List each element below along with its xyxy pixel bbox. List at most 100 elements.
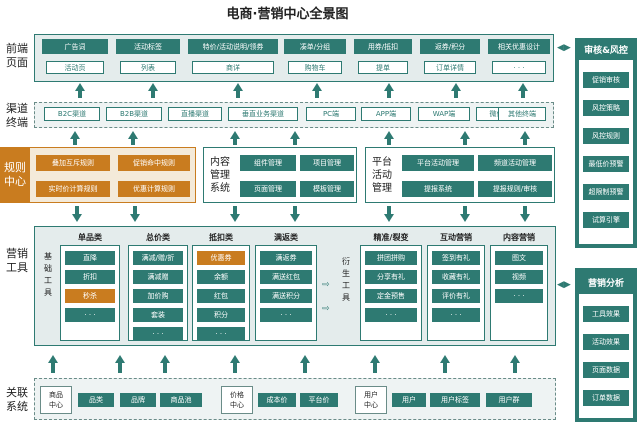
platform-item[interactable]: 频道活动管理 <box>478 155 552 171</box>
price-item[interactable]: 成本价 <box>258 393 296 407</box>
tool-item[interactable]: 满送积分 <box>260 289 312 303</box>
analytics-item[interactable]: 页面数据 <box>583 362 629 378</box>
tool-item[interactable]: 收藏有礼 <box>432 270 480 284</box>
tool-item[interactable]: 加价购 <box>133 289 183 303</box>
frontend-page[interactable]: 订单详情 <box>424 61 476 74</box>
user-item[interactable]: 用户 <box>392 393 426 407</box>
tool-item[interactable]: 优惠券 <box>197 251 245 265</box>
tool-item[interactable]: · · · <box>260 308 312 322</box>
tool-item[interactable]: 拼团拼购 <box>365 251 417 265</box>
frontend-item[interactable]: 广告词 <box>42 39 108 54</box>
rule-item[interactable]: 优惠计算规则 <box>118 181 190 197</box>
frontend-page[interactable]: 活动页 <box>46 61 104 74</box>
platform-item[interactable]: 提报规则/审核 <box>478 181 552 197</box>
terminal-item[interactable]: PC端 <box>306 107 356 121</box>
terminal-item[interactable]: WAP端 <box>418 107 470 121</box>
review-item[interactable]: 最低价预警 <box>583 156 629 172</box>
terminal-item[interactable]: 其他终端 <box>498 107 546 121</box>
product-item[interactable]: 品类 <box>78 393 114 407</box>
tool-item[interactable]: · · · <box>432 308 480 322</box>
cms-item[interactable]: 项目管理 <box>300 155 354 171</box>
user-item[interactable]: 用户标签 <box>430 393 480 407</box>
channel-item[interactable]: 直播渠道 <box>168 107 222 121</box>
tool-item[interactable]: 分享有礼 <box>365 270 417 284</box>
tool-item[interactable]: 直降 <box>65 251 115 265</box>
tool-item[interactable]: 图文 <box>495 251 543 265</box>
tool-item[interactable]: 满送红包 <box>260 270 312 284</box>
down-arrow-icon <box>130 214 140 222</box>
analytics-item[interactable]: 工具效果 <box>583 306 629 322</box>
arrow-stem <box>523 206 527 214</box>
cms-item[interactable]: 模板管理 <box>300 181 354 197</box>
up-arrow-icon <box>230 355 240 363</box>
tool-item[interactable]: 定金预售 <box>365 289 417 303</box>
product-item[interactable]: 品牌 <box>120 393 156 407</box>
tool-column-title: 精准/裂变 <box>373 233 409 242</box>
tool-item[interactable]: · · · <box>65 308 115 322</box>
analytics-item[interactable]: 活动效果 <box>583 334 629 350</box>
tool-item[interactable]: 视频 <box>495 270 543 284</box>
base-tools-label: 基 础 工 具 <box>44 252 52 297</box>
up-arrow-icon <box>48 355 58 363</box>
tool-item[interactable]: 满返券 <box>260 251 312 265</box>
tool-item[interactable]: · · · <box>365 308 417 322</box>
up-arrow-icon <box>520 131 530 139</box>
tool-item[interactable]: 满减/赠/折 <box>133 251 183 265</box>
platform-item[interactable]: 提报系统 <box>402 181 474 197</box>
arrow-stem <box>523 139 527 145</box>
channel-item[interactable]: B2B渠道 <box>106 107 162 121</box>
channel-item[interactable]: B2C渠道 <box>44 107 100 121</box>
frontend-page[interactable]: 购物车 <box>288 61 342 74</box>
tool-item[interactable]: 余额 <box>197 270 245 284</box>
tool-item[interactable]: 评价有礼 <box>432 289 480 303</box>
rule-item[interactable]: 叠加互斥规则 <box>36 155 110 171</box>
cms-item[interactable]: 组件管理 <box>240 155 296 171</box>
review-item[interactable]: 超限制预警 <box>583 184 629 200</box>
channel-item[interactable]: 垂直业务渠道 <box>228 107 298 121</box>
platform-item[interactable]: 平台活动管理 <box>402 155 474 171</box>
terminal-item[interactable]: APP端 <box>361 107 411 121</box>
review-item[interactable]: 促销审核 <box>583 72 629 88</box>
review-item[interactable]: 风控规则 <box>583 128 629 144</box>
frontend-page[interactable]: 提单 <box>358 61 408 74</box>
tool-item[interactable]: · · · <box>197 327 245 341</box>
down-arrow-icon <box>72 214 82 222</box>
arrow-stem <box>78 91 82 98</box>
arrow-stem <box>521 91 525 98</box>
frontend-item[interactable]: 特价/活动说明/领券 <box>188 39 278 54</box>
tool-item[interactable]: 红包 <box>197 289 245 303</box>
rule-item[interactable]: 促销命中规则 <box>118 155 190 171</box>
up-arrow-icon <box>300 355 310 363</box>
product-item[interactable]: 商品池 <box>160 393 202 407</box>
cms-item[interactable]: 页面管理 <box>240 181 296 197</box>
derived-tools-label: 衍 生 工 具 <box>342 257 350 302</box>
tool-item[interactable]: · · · <box>495 289 543 303</box>
arrow-stem <box>463 139 467 145</box>
frontend-item[interactable]: 凑单/分组 <box>284 39 346 54</box>
analytics-item[interactable]: 订单数据 <box>583 390 629 406</box>
tool-item[interactable]: 积分 <box>197 308 245 322</box>
frontend-label: 前端 页面 <box>6 42 28 69</box>
tool-item[interactable]: 满减赠 <box>133 270 183 284</box>
arrow-stem <box>443 363 447 373</box>
tool-item[interactable]: 套装 <box>133 308 183 322</box>
up-arrow-icon <box>384 131 394 139</box>
frontend-item[interactable]: 相关优惠设计 <box>488 39 550 54</box>
channels-label: 渠道 终端 <box>6 102 28 129</box>
frontend-page[interactable]: 列表 <box>120 61 176 74</box>
price-item[interactable]: 平台价 <box>300 393 338 407</box>
tool-item[interactable]: 秒杀 <box>65 289 115 303</box>
frontend-page[interactable]: · · · <box>492 61 546 74</box>
tool-item[interactable]: 折扣 <box>65 270 115 284</box>
review-item[interactable]: 试算引擎 <box>583 212 629 228</box>
frontend-item[interactable]: 活动标签 <box>116 39 180 54</box>
user-item[interactable]: 用户群 <box>486 393 532 407</box>
tool-item[interactable]: 签到有礼 <box>432 251 480 265</box>
review-item[interactable]: 风控策略 <box>583 100 629 116</box>
frontend-page[interactable]: 商详 <box>192 61 274 74</box>
tool-item[interactable]: · · · <box>133 327 183 341</box>
review-connector-arrow: ◀▶ <box>557 43 571 53</box>
frontend-item[interactable]: 用券/抵扣 <box>354 39 412 54</box>
rule-item[interactable]: 实时价计算规则 <box>36 181 110 197</box>
frontend-item[interactable]: 返券/积分 <box>420 39 480 54</box>
